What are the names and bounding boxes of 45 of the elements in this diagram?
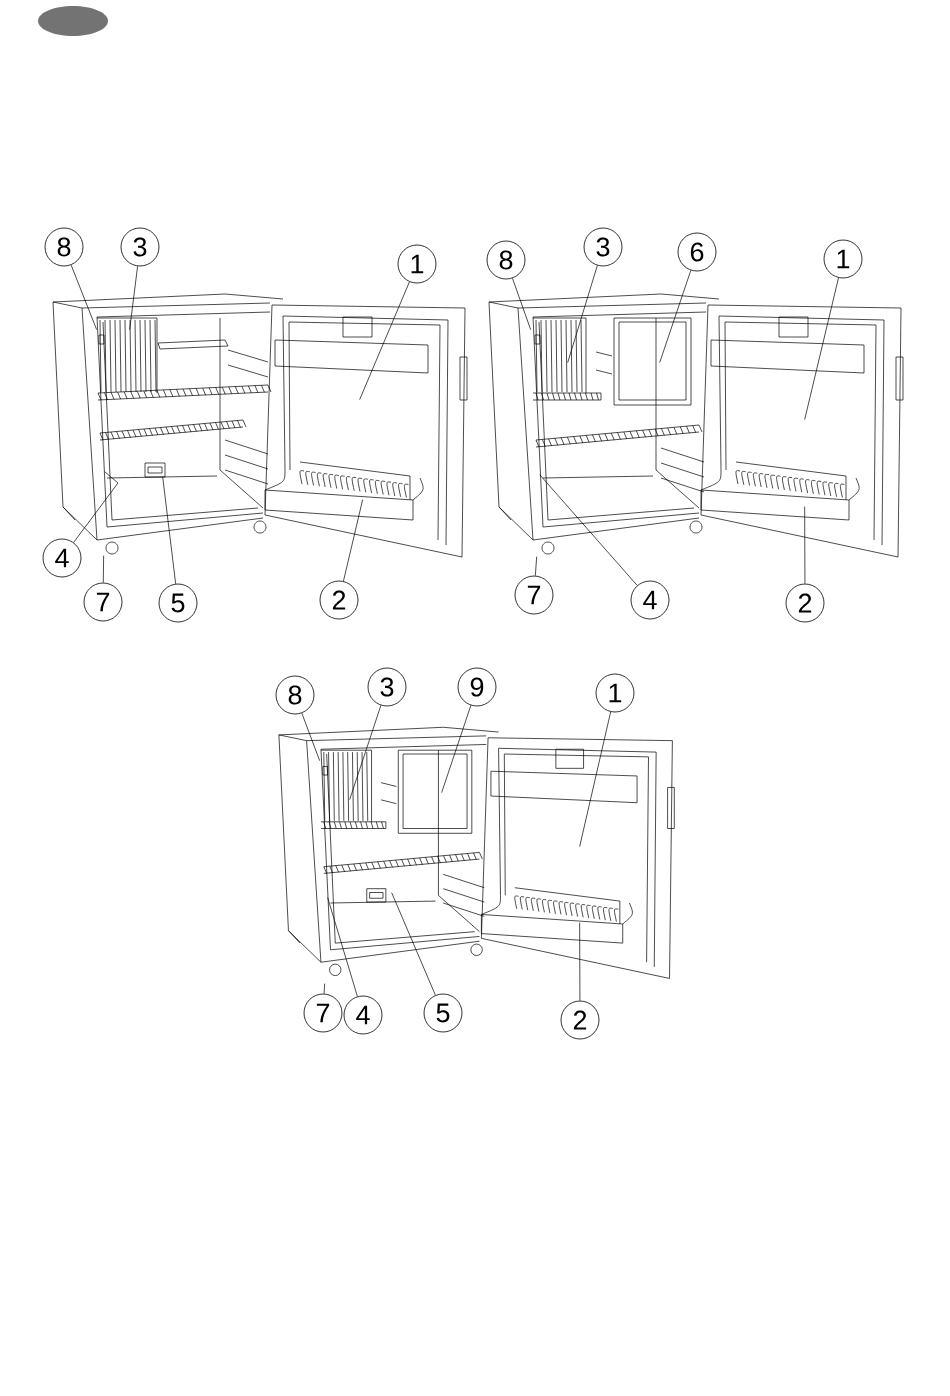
callout-number: 9 <box>457 667 497 707</box>
callout-number: 7 <box>514 575 554 615</box>
leader-line <box>349 705 382 800</box>
callout-number: 3 <box>583 227 623 267</box>
callout-number: 8 <box>275 675 315 715</box>
leader-line <box>567 265 598 363</box>
callout-number: 7 <box>83 582 123 622</box>
leader-line <box>579 711 611 847</box>
callout-number: 5 <box>423 993 463 1033</box>
leader-line <box>102 555 104 583</box>
leader-line <box>539 474 638 586</box>
callout-number: 7 <box>303 993 343 1033</box>
callout-number: 2 <box>319 580 359 620</box>
callout-number: 2 <box>560 1000 600 1040</box>
leader-line <box>327 897 358 997</box>
callout-number: 1 <box>823 239 863 279</box>
callout-number: 3 <box>367 667 407 707</box>
leader-line <box>70 264 97 330</box>
leader-line <box>391 892 436 996</box>
callout-number: 4 <box>42 538 82 578</box>
leader-line <box>659 270 692 363</box>
leader-line <box>162 476 176 585</box>
fridge-drawing <box>278 726 675 979</box>
leader-line <box>804 506 806 584</box>
leader-line <box>441 705 472 793</box>
leader-line <box>343 499 363 582</box>
leader-line <box>512 277 531 330</box>
callout-number: 4 <box>343 995 383 1035</box>
callout-number: 1 <box>595 673 635 713</box>
leader-line <box>129 265 138 330</box>
callout-number: 8 <box>486 240 526 280</box>
leader-line <box>323 983 325 994</box>
fridge-drawing <box>488 293 904 558</box>
leader-line <box>535 556 537 576</box>
callout-number: 3 <box>120 227 160 267</box>
leader-line <box>579 922 581 1001</box>
callout-number: 6 <box>677 232 717 272</box>
callout-number: 4 <box>630 580 670 620</box>
callout-number: 8 <box>44 227 84 267</box>
leader-line <box>804 277 839 420</box>
callout-number: 1 <box>397 244 437 284</box>
leader-line <box>359 281 410 400</box>
callout-number: 5 <box>158 583 198 623</box>
leader-line <box>301 712 320 761</box>
callout-number: 2 <box>785 583 825 623</box>
